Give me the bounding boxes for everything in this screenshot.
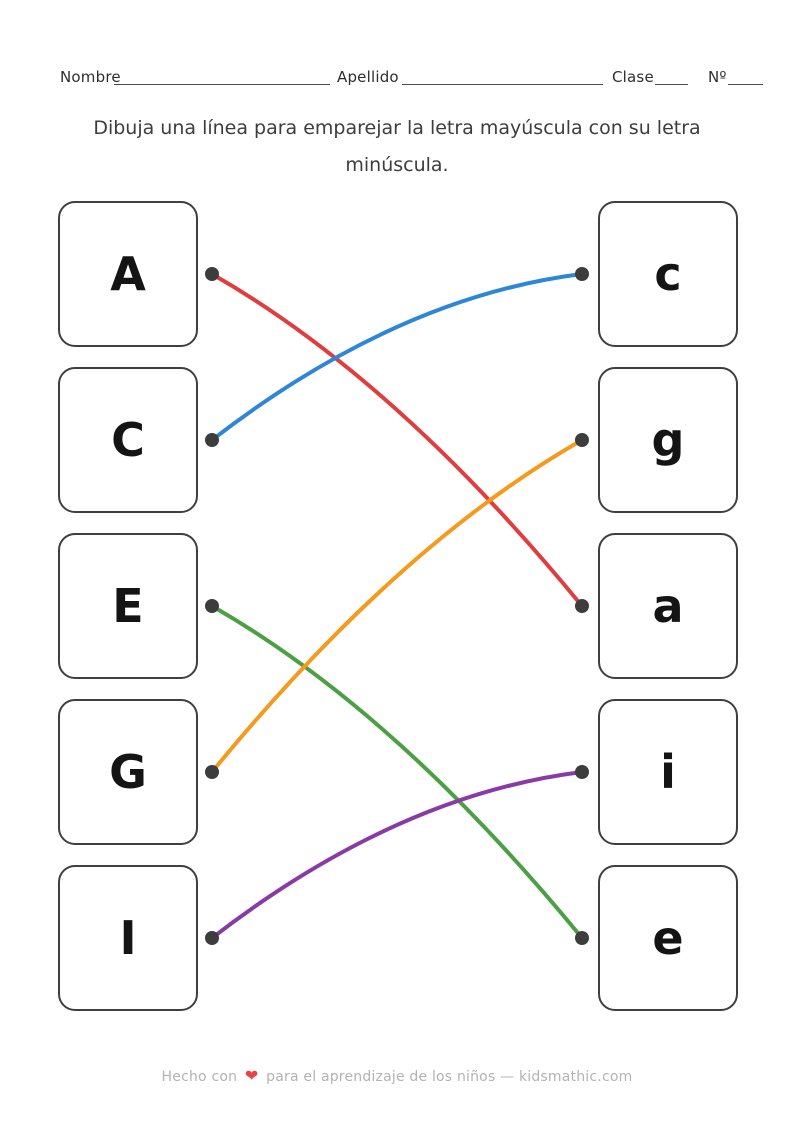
- footer-text-after: para el aprendizaje de los niños — kidsm…: [266, 1069, 633, 1085]
- connector-dot[interactable]: [205, 267, 219, 281]
- connection-line-A-a: [210, 272, 584, 608]
- letter-box-uppercase-G[interactable]: G: [58, 699, 198, 845]
- connector-dot[interactable]: [575, 931, 589, 945]
- uppercase-letter: G: [109, 745, 147, 799]
- clase-blank-line[interactable]: [655, 84, 688, 85]
- nombre-label: Nombre: [60, 68, 121, 86]
- footer-text-before: Hecho con: [161, 1069, 238, 1085]
- connector-dot[interactable]: [575, 267, 589, 281]
- instructions-text: Dibuja una línea para emparejar la letra…: [93, 117, 701, 176]
- connector-dot[interactable]: [205, 433, 219, 447]
- connection-line-C-c: [210, 272, 584, 442]
- letter-box-lowercase-a[interactable]: a: [598, 533, 738, 679]
- letter-box-lowercase-e[interactable]: e: [598, 865, 738, 1011]
- connection-line-E-e: [210, 604, 584, 940]
- nombre-blank-line[interactable]: [114, 84, 330, 85]
- connector-dot[interactable]: [575, 433, 589, 447]
- lowercase-letter: a: [652, 579, 684, 633]
- connector-dot[interactable]: [575, 599, 589, 613]
- connector-dot[interactable]: [205, 599, 219, 613]
- numero-blank-line[interactable]: [728, 84, 763, 85]
- numero-label: Nº: [708, 68, 727, 86]
- letter-box-lowercase-c[interactable]: c: [598, 201, 738, 347]
- uppercase-letter: A: [110, 247, 146, 301]
- apellido-label: Apellido: [337, 68, 399, 86]
- lowercase-letter: g: [651, 413, 685, 467]
- letter-box-uppercase-C[interactable]: C: [58, 367, 198, 513]
- connector-dot[interactable]: [205, 765, 219, 779]
- letter-box-lowercase-g[interactable]: g: [598, 367, 738, 513]
- letter-box-uppercase-E[interactable]: E: [58, 533, 198, 679]
- connection-line-G-g: [210, 438, 584, 774]
- letter-box-uppercase-I[interactable]: I: [58, 865, 198, 1011]
- uppercase-letter: E: [112, 579, 144, 633]
- clase-label: Clase: [612, 68, 654, 86]
- uppercase-letter: C: [111, 413, 145, 467]
- letter-box-uppercase-A[interactable]: A: [58, 201, 198, 347]
- student-info-header: Nombre Apellido Clase Nº: [0, 0, 794, 100]
- lowercase-letter: i: [660, 745, 676, 799]
- connection-line-I-i: [210, 770, 584, 940]
- lowercase-letter: c: [654, 247, 682, 301]
- apellido-blank-line[interactable]: [402, 84, 603, 85]
- letter-box-lowercase-i[interactable]: i: [598, 699, 738, 845]
- lowercase-letter: e: [652, 911, 684, 965]
- uppercase-letter: I: [119, 911, 137, 965]
- connector-dot[interactable]: [575, 765, 589, 779]
- heart-icon: ❤: [244, 1066, 259, 1085]
- footer-credit: Hecho con ❤ para el aprendizaje de los n…: [0, 1066, 794, 1085]
- connector-dot[interactable]: [205, 931, 219, 945]
